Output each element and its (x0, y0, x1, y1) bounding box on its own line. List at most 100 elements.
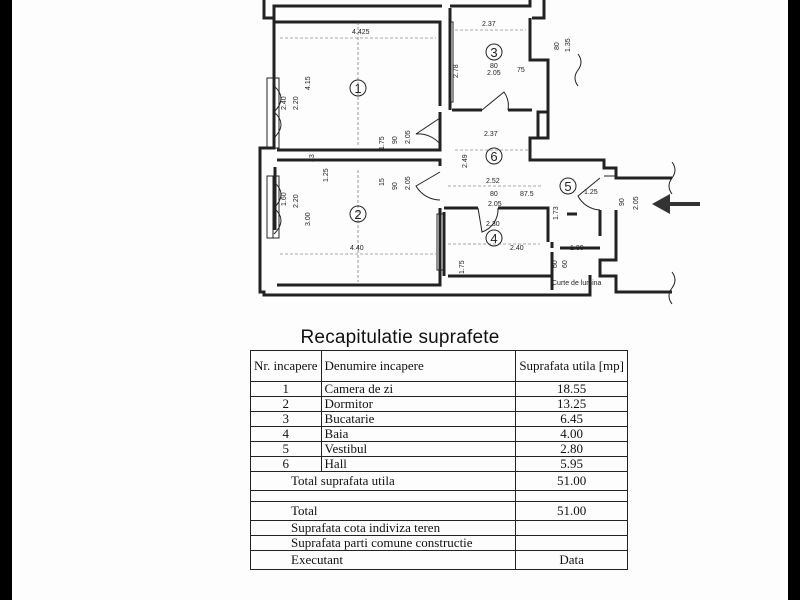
row-name: Camera de zi (320, 381, 517, 397)
row-name: Baia (320, 426, 517, 442)
light-well-label: Curte de lumina (552, 280, 602, 287)
total-label: Total (249, 501, 517, 521)
dim-label: 80 (490, 63, 498, 70)
room-label-1: 1 (354, 81, 361, 96)
row-nr: 2 (250, 396, 322, 412)
total-useful-row: Total suprafata utila 51.00 (249, 471, 628, 491)
area-summary-table: Nr. incapere Denumire incapere Suprafata… (249, 350, 628, 570)
dim-label: 1.75 (379, 136, 386, 150)
common-parts-label: Suprafata parti comune constructie (249, 535, 517, 551)
row-area: 5.95 (515, 456, 628, 472)
row-area: 6.45 (515, 411, 628, 427)
plan-dimensions: 4.425 2.37 2.05 80 75 2.78 80 1.35 2.40 … (281, 21, 640, 287)
row-name: Hall (320, 456, 517, 472)
row-nr: 4 (250, 426, 322, 442)
table-header-row: Nr. incapere Denumire incapere Suprafata… (250, 350, 628, 382)
dim-label: 33 (309, 154, 316, 162)
dim-label: 15 (379, 178, 386, 186)
spacer-cell (515, 490, 628, 502)
dim-label: 1.35 (565, 38, 572, 52)
dim-label: 2.37 (484, 131, 498, 138)
table-row: 5 Vestibul 2.80 (250, 441, 628, 457)
dim-label: 75 (517, 67, 525, 74)
executant-label: Executant (249, 550, 517, 570)
land-share-label: Suprafata cota indiviza teren (249, 520, 517, 536)
room-labels: 1 2 3 4 5 6 (349, 43, 577, 247)
room-label-3: 3 (490, 45, 497, 60)
dim-label: 2.05 (405, 176, 412, 190)
row-name: Dormitor (320, 396, 517, 412)
common-parts-value (515, 535, 628, 551)
dim-label: 2.52 (486, 178, 500, 185)
land-share-value (515, 520, 628, 536)
entrance-arrow-icon (652, 194, 700, 214)
dim-label: 2.40 (281, 96, 288, 110)
dim-label: 80 (554, 42, 561, 50)
document-page: 1 2 3 4 5 6 4.425 2.37 2.05 80 75 2.78 8… (12, 0, 788, 600)
spacer-row (249, 490, 628, 502)
plan-break-marks (574, 53, 676, 305)
plan-windows (266, 21, 454, 271)
room-label-5: 5 (564, 179, 571, 194)
total-value: 51.00 (515, 501, 628, 521)
header-name: Denumire incapere (320, 350, 517, 382)
dim-label: 1.73 (553, 206, 560, 220)
dim-label: 2.30 (486, 221, 500, 228)
dim-label: 2.40 (510, 245, 524, 252)
dim-label: 2.78 (453, 64, 460, 78)
dim-label: 4.15 (305, 76, 312, 90)
dim-label: 2.05 (633, 196, 640, 210)
dim-label: 3.00 (305, 212, 312, 226)
dim-label: 1.25 (584, 189, 598, 196)
dim-label: 90 (392, 182, 399, 190)
dim-label: 4.40 (350, 245, 364, 252)
dim-label: 2.20 (293, 96, 300, 110)
table-row: 2 Dormitor 13.25 (250, 396, 628, 412)
total-row: Total 51.00 (249, 501, 628, 521)
plan-walls (258, 0, 672, 297)
date-label: Data (515, 550, 628, 570)
dim-label: 4.425 (352, 29, 370, 36)
row-area: 2.80 (515, 441, 628, 457)
spacer-cell (249, 490, 517, 502)
table-row: 3 Bucatarie 6.45 (250, 411, 628, 427)
total-useful-value: 51.00 (515, 471, 628, 491)
dim-label: 87.5 (520, 191, 534, 198)
row-nr: 5 (250, 441, 322, 457)
row-name: Bucatarie (320, 411, 517, 427)
dim-label: 1.30 (570, 245, 584, 252)
land-share-row: Suprafata cota indiviza teren (249, 520, 628, 536)
dim-label: 60 (562, 260, 569, 268)
row-area: 18.55 (515, 381, 628, 397)
dim-label: 2.37 (482, 21, 496, 28)
common-parts-row: Suprafata parti comune constructie (249, 535, 628, 551)
dim-label: 60 (552, 260, 559, 268)
room-label-6: 6 (490, 149, 497, 164)
table-row: 6 Hall 5.95 (250, 456, 628, 472)
table-row: 4 Baia 4.00 (250, 426, 628, 442)
dim-label: 1.60 (281, 192, 288, 206)
dim-label: 1.25 (323, 168, 330, 182)
dim-label: 90 (392, 136, 399, 144)
row-name: Vestibul (320, 441, 517, 457)
row-area: 4.00 (515, 426, 628, 442)
dim-label: 80 (490, 191, 498, 198)
header-nr: Nr. incapere (250, 350, 322, 382)
row-nr: 1 (250, 381, 322, 397)
total-useful-label: Total suprafata utila (249, 471, 517, 491)
table-title: Recapitulatie suprafete (300, 327, 500, 348)
plan-doors (415, 91, 616, 233)
floor-plan: 1 2 3 4 5 6 4.425 2.37 2.05 80 75 2.78 8… (258, 0, 700, 305)
room-label-4: 4 (490, 231, 497, 246)
table-row: 1 Camera de zi 18.55 (250, 381, 628, 397)
dim-label: 2.05 (405, 130, 412, 144)
header-area: Suprafata utila [mp] (515, 350, 628, 382)
plan-axes (280, 22, 542, 282)
dim-label: 2.05 (488, 201, 502, 208)
dim-label: 2.20 (293, 194, 300, 208)
row-nr: 3 (250, 411, 322, 427)
dim-label: 1.75 (459, 260, 466, 274)
row-area: 13.25 (515, 396, 628, 412)
executant-row: Executant Data (249, 550, 628, 570)
room-label-2: 2 (354, 207, 361, 222)
